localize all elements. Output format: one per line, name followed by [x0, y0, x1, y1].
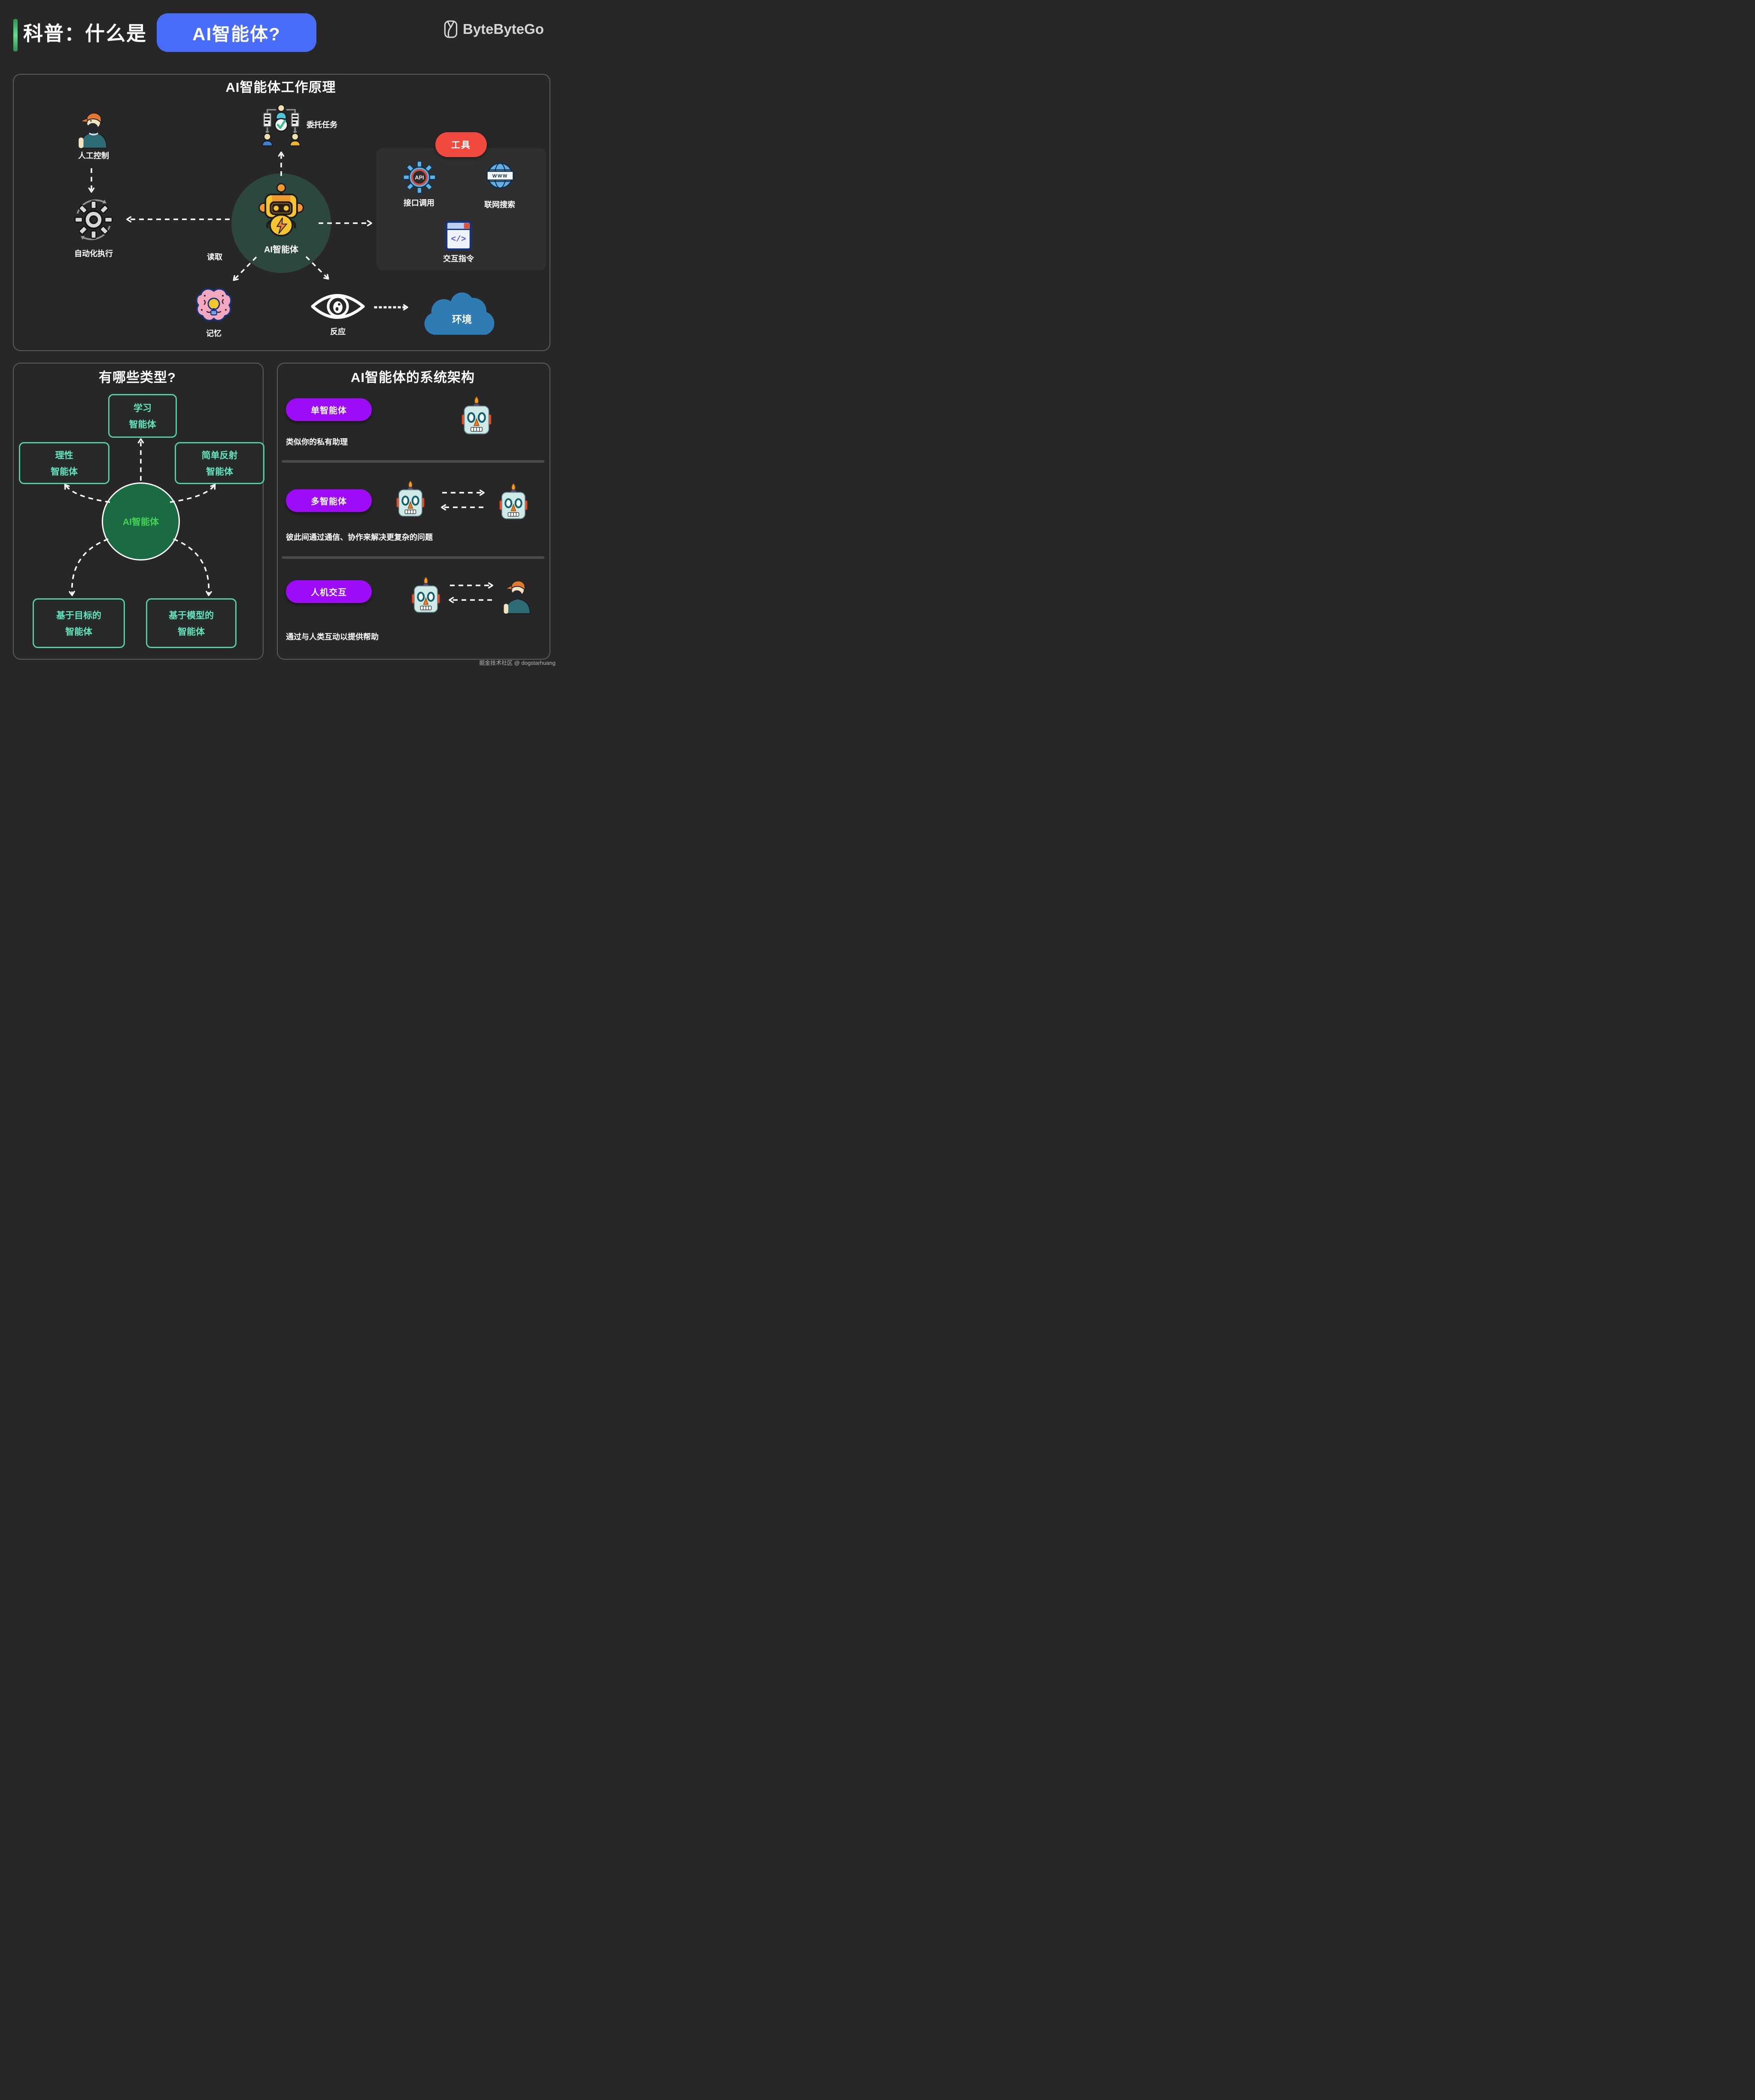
- tools-badge-label: 工具: [451, 140, 471, 150]
- type-box-line: 理性: [55, 451, 73, 461]
- type-box-line: 智能体: [65, 627, 92, 637]
- www-globe-icon: WWW: [486, 163, 514, 189]
- auto-execute-label: 自动化执行: [74, 249, 113, 258]
- delegate-task-icon: [261, 104, 301, 147]
- type-box-learning: 学习 智能体: [108, 394, 177, 438]
- robot-emoji-icon: [461, 396, 492, 434]
- architecture-title: AI智能体的系统架构: [351, 370, 475, 385]
- type-box-line: 智能体: [206, 467, 233, 477]
- www-icon-text: WWW: [492, 174, 508, 179]
- types-center-circle: AI智能体: [102, 482, 180, 561]
- working-principle-title: AI智能体工作原理: [225, 80, 336, 95]
- working-principle-panel: [13, 74, 550, 351]
- api-icon-text: API: [415, 174, 424, 181]
- type-box-line: 基于模型的: [169, 611, 214, 621]
- single-agent-desc: 类似你的私有助理: [286, 438, 348, 446]
- code-icon-text: </>: [451, 235, 466, 244]
- title-highlight-text: AI智能体?: [192, 24, 281, 44]
- human-person-icon: [79, 112, 107, 149]
- type-box-line: 基于目标的: [56, 611, 101, 621]
- human-interaction-desc: 通过与人类互动以提供帮助: [286, 633, 379, 641]
- delegate-task-label: 委托任务: [307, 121, 337, 129]
- type-box-rational: 理性 智能体: [19, 442, 109, 484]
- reaction-eye-icon: [311, 294, 365, 319]
- human-person-icon: [503, 580, 531, 614]
- robot-emoji-icon: [396, 480, 425, 517]
- badge-label: 人机交互: [311, 588, 347, 597]
- badge-label: 单智能体: [311, 406, 347, 415]
- automation-gear-icon: [74, 199, 113, 240]
- type-box-simple-reflex: 简单反射 智能体: [175, 442, 264, 484]
- api-call-label: 接口调用: [404, 199, 434, 207]
- tools-badge: 工具: [435, 132, 487, 157]
- page-title: 科普：什么是: [23, 22, 147, 45]
- robot-emoji-icon: [411, 576, 440, 613]
- interactive-command-label: 交互指令: [443, 255, 474, 263]
- row-divider: [282, 556, 544, 559]
- robot-emoji-icon: [499, 483, 528, 519]
- type-box-line: 智能体: [178, 627, 205, 637]
- badge-human-interaction: 人机交互: [286, 580, 372, 603]
- badge-label: 多智能体: [311, 497, 347, 506]
- header-accent-bar: [13, 19, 18, 52]
- type-box-model-based: 基于模型的 智能体: [146, 598, 237, 648]
- reaction-label: 反应: [330, 327, 346, 336]
- badge-single-agent: 单智能体: [286, 398, 372, 421]
- title-highlight-pill: AI智能体?: [157, 13, 316, 52]
- architecture-panel: [277, 363, 550, 660]
- type-box-line: 简单反射: [201, 451, 238, 461]
- types-panel: [13, 363, 264, 660]
- watermark: 掘金技术社区 @ dogstarhuang: [479, 660, 556, 666]
- type-box-goal-based: 基于目标的 智能体: [33, 598, 125, 648]
- multi-agent-desc: 彼此间通过通信、协作来解决更复杂的问题: [286, 533, 433, 542]
- type-box-line: 智能体: [129, 420, 156, 430]
- human-control-label: 人工控制: [78, 152, 109, 160]
- web-search-label: 联网搜索: [484, 200, 515, 209]
- brand-logo: ByteByteGo: [443, 20, 544, 39]
- environment-label: 环境: [452, 314, 472, 325]
- memory-label: 记忆: [206, 329, 222, 338]
- row-divider: [282, 460, 544, 463]
- memory-brain-icon: [196, 288, 232, 321]
- badge-multi-agent: 多智能体: [286, 489, 372, 512]
- infographic-canvas: 科普：什么是 AI智能体? ByteByteGo AI智能体工作原理 人工控制: [0, 0, 562, 672]
- api-gear-icon: API: [403, 161, 436, 194]
- types-title: 有哪些类型?: [99, 370, 176, 385]
- code-browser-icon: </>: [445, 221, 472, 251]
- type-box-line: 智能体: [51, 467, 78, 477]
- read-label: 读取: [207, 253, 222, 261]
- agent-label: AI智能体: [264, 245, 298, 255]
- types-center-label: AI智能体: [123, 517, 159, 527]
- brand-name: ByteByteGo: [463, 21, 544, 37]
- type-box-line: 学习: [134, 403, 152, 413]
- ai-agent-robot-icon: [258, 183, 304, 237]
- bytebytego-logo-icon: [444, 20, 458, 38]
- environment-cloud-icon: 环境: [424, 292, 495, 335]
